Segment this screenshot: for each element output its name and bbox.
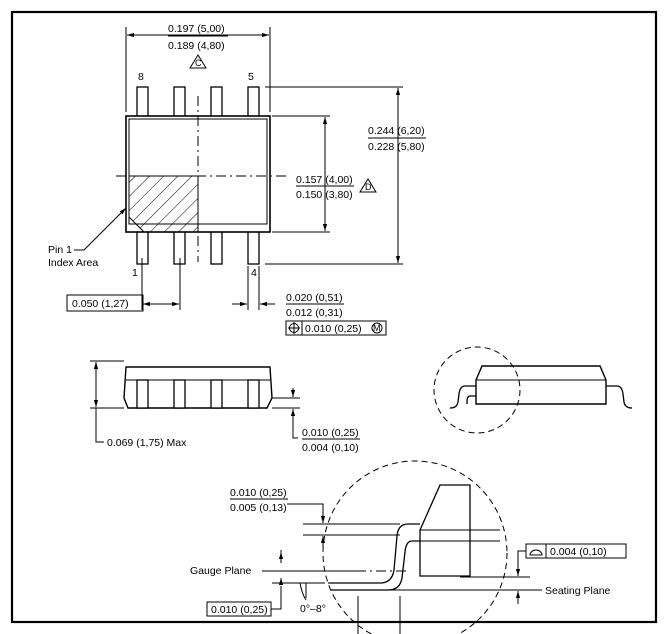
body-length-min: 0.189 (4,80) xyxy=(168,40,225,52)
body-width-max: 0.157 (4,00) xyxy=(296,174,353,186)
body-width-min: 0.150 (3,80) xyxy=(296,189,353,201)
pin-number-1: 1 xyxy=(132,267,138,279)
pin1-index-label-line1: Pin 1 xyxy=(48,244,72,256)
lead-4 xyxy=(247,229,260,265)
lead-angle-value: 0°–8° xyxy=(300,603,326,615)
side-body xyxy=(123,366,273,409)
position-tolerance-frame: 0.010 (0,25) M xyxy=(285,320,387,336)
pitch-value: 0.050 (1,27) xyxy=(72,298,129,310)
lead-3 xyxy=(210,229,223,265)
max-height-value: 0.069 (1,75) Max xyxy=(107,437,187,449)
pin-number-5: 5 xyxy=(248,71,254,83)
top-view: 8 5 1 4 0.197 (5,00) 0.189 (4,80) C 0.24… xyxy=(48,23,426,336)
detail-view: 0.010 (0,25) 0.005 (0,13) Gauge Plane 0.… xyxy=(190,460,627,634)
overall-width-max: 0.244 (6,20) xyxy=(368,125,425,137)
note-d-triangle: D xyxy=(359,178,377,193)
lead-6 xyxy=(210,86,223,118)
body-length-max: 0.197 (5,00) xyxy=(168,23,225,35)
gauge-height-value: 0.010 (0,25) xyxy=(211,604,268,616)
gauge-plane-label: Gauge Plane xyxy=(190,565,251,577)
side-leads xyxy=(136,379,260,409)
seating-plane-label: Seating Plane xyxy=(545,585,611,597)
profile-surface-icon xyxy=(529,549,543,556)
end-view xyxy=(433,346,633,434)
end-view-right-lead xyxy=(606,385,633,409)
end-view-left-lead xyxy=(449,385,476,409)
svg-text:M: M xyxy=(373,323,381,333)
coplanarity-frame: 0.004 (0,10) xyxy=(525,543,627,559)
side-view: 0.069 (1,75) Max 0.010 (0,25) 0.004 (0,1… xyxy=(90,360,360,454)
svg-text:C: C xyxy=(195,58,202,68)
lead-7 xyxy=(173,86,186,118)
lead-8 xyxy=(136,86,149,118)
lead-width-max: 0.020 (0,51) xyxy=(286,292,343,304)
lead-thickness-max: 0.010 (0,25) xyxy=(230,487,287,499)
lead-5 xyxy=(247,86,260,118)
standoff-max: 0.010 (0,25) xyxy=(302,427,359,439)
lead-width-min: 0.012 (0,31) xyxy=(286,307,343,319)
svg-text:D: D xyxy=(365,182,372,192)
standoff-min: 0.004 (0,10) xyxy=(302,442,359,454)
pin-number-4: 4 xyxy=(251,267,257,279)
lead-thickness-min: 0.005 (0,13) xyxy=(230,502,287,514)
note-c-triangle: C xyxy=(189,54,207,69)
overall-width-min: 0.228 (5,80) xyxy=(368,141,425,153)
coplanarity-value: 0.004 (0,10) xyxy=(550,546,607,558)
pin1-leader xyxy=(74,207,127,251)
detail-view-circle xyxy=(322,460,508,634)
pin1-index-label-line2: Index Area xyxy=(48,257,98,269)
pin-number-8: 8 xyxy=(138,71,144,83)
pin1-index-area xyxy=(128,175,199,233)
detail-circle xyxy=(433,346,521,434)
mmc-modifier-icon xyxy=(371,322,383,334)
drawing-frame xyxy=(10,10,658,624)
position-tolerance-value: 0.010 (0,25) xyxy=(305,323,362,335)
